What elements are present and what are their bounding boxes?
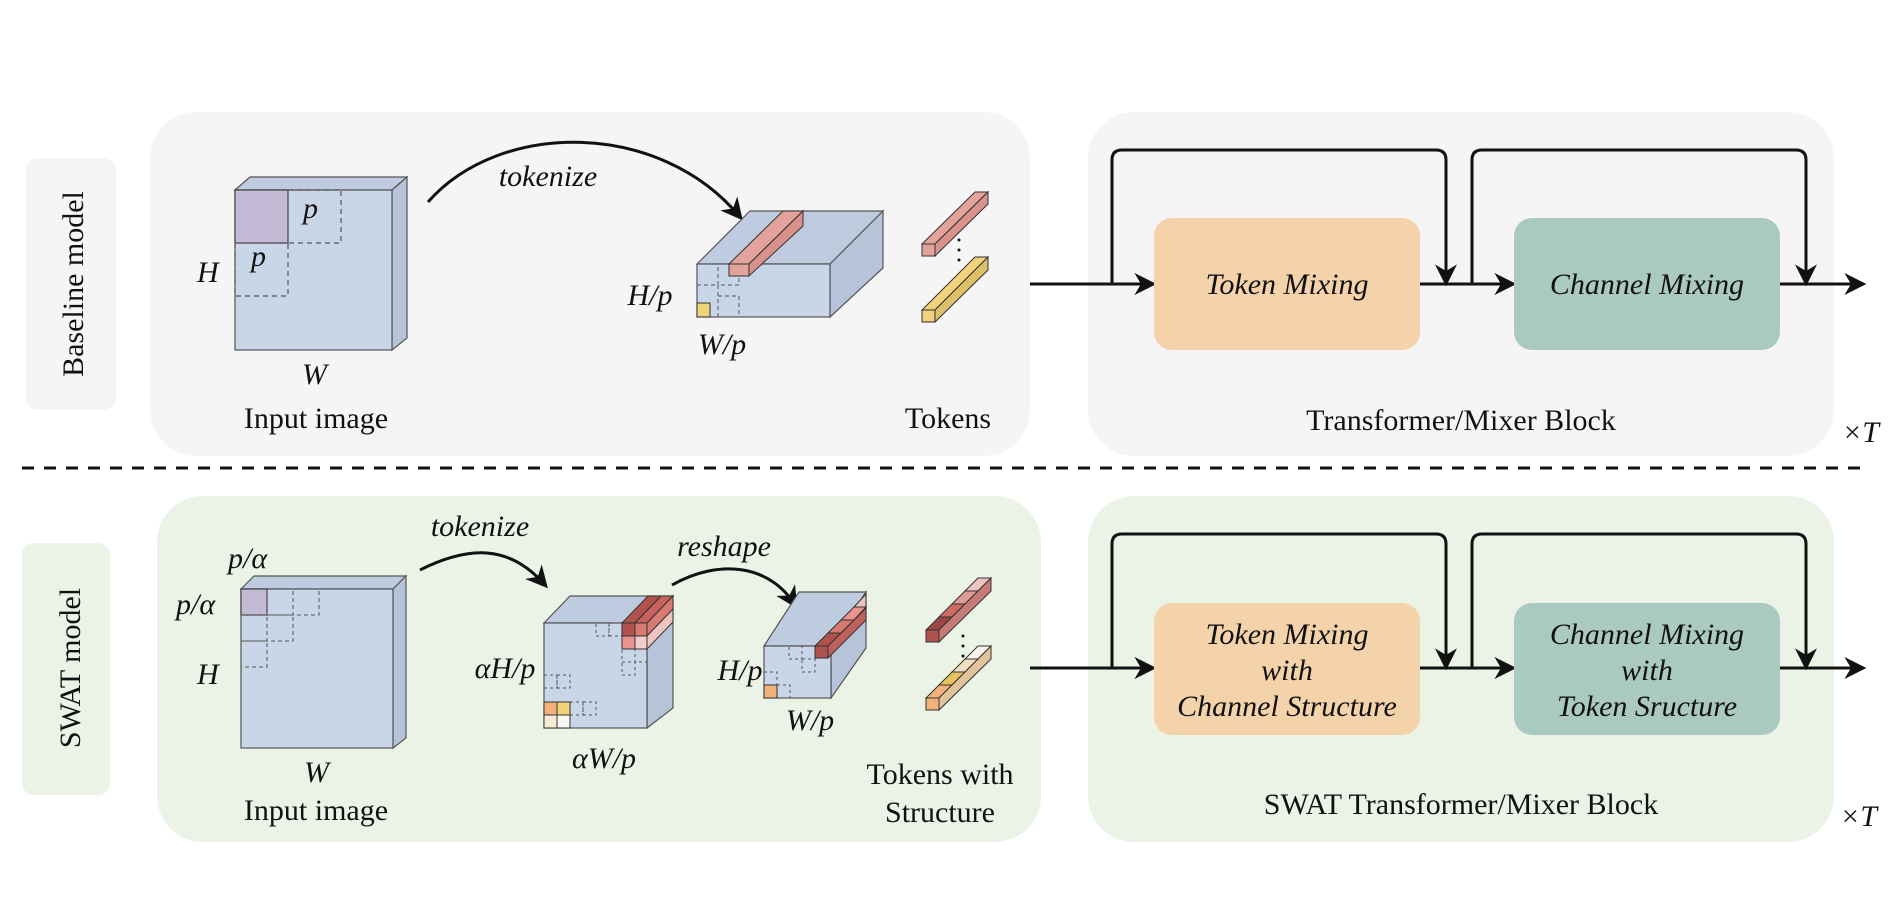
- swat-dim-w: W: [304, 756, 332, 789]
- swat-token-mixing-line1: Token Mixing: [1205, 618, 1368, 651]
- swat-grid1-cell-dark-red: [621, 622, 636, 637]
- baseline-row-label: Baseline model: [57, 191, 90, 377]
- swat-channel-mixing-line2: with: [1621, 654, 1673, 687]
- baseline-row: Baseline model p p H W Input image token…: [26, 112, 1881, 456]
- baseline-grid-h: H/p: [627, 279, 673, 312]
- swat-token-grid-1: [542, 594, 675, 730]
- baseline-token-pink: [920, 190, 990, 258]
- swat-reshape-arrow: [671, 567, 798, 609]
- baseline-channel-mixing-box: [1514, 218, 1780, 350]
- baseline-skip-2: [1470, 148, 1817, 287]
- swat-grid1-w: αW/p: [572, 742, 636, 775]
- swat-row-label: SWAT model: [54, 588, 87, 748]
- swat-token-grid-2: [762, 589, 868, 700]
- baseline-channel-mixing-label: Channel Mixing: [1550, 268, 1744, 301]
- baseline-token-cell-yellow: [696, 302, 711, 318]
- baseline-grid-w: W/p: [698, 328, 746, 361]
- swat-reshape-label: reshape: [677, 530, 771, 563]
- swat-patch: [240, 588, 268, 616]
- swat-grid1-cell-gold: [556, 701, 571, 716]
- swat-row: SWAT model p/α p/α H W Input image token…: [22, 496, 1879, 842]
- swat-token-mixing-line2: with: [1261, 654, 1313, 687]
- swat-tokenize-arrow: [419, 551, 548, 589]
- swat-grid1-cell-orange: [543, 701, 558, 716]
- baseline-patch: [234, 189, 289, 244]
- swat-input-image: [239, 574, 408, 750]
- baseline-token-yellow: [920, 255, 990, 324]
- swat-channel-mixing-box: [1514, 603, 1780, 735]
- swat-grid1-cell-cream: [543, 714, 558, 729]
- baseline-token-grid: [695, 209, 885, 319]
- baseline-patch-p-top: p: [301, 192, 318, 225]
- swat-grid2-cell-orange: [763, 684, 778, 699]
- swat-grid1-h: αH/p: [475, 652, 536, 685]
- swat-patch-top-label: p/α: [226, 542, 268, 575]
- swat-token-mixing-line3: Channel Structure: [1177, 690, 1397, 723]
- baseline-repeat-label: ×T: [1842, 416, 1881, 449]
- swat-input-image-label: Input image: [244, 794, 388, 827]
- baseline-block-title: Transformer/Mixer Block: [1306, 404, 1616, 437]
- baseline-patch-p-left: p: [249, 240, 266, 273]
- baseline-dim-w: W: [302, 358, 330, 391]
- swat-grid2-h: H/p: [717, 654, 763, 687]
- swat-skip-1: [1110, 532, 1457, 671]
- swat-grid2-w: W/p: [786, 704, 834, 737]
- baseline-input-image: [233, 175, 409, 352]
- swat-row-label-box: [22, 543, 110, 795]
- baseline-dim-h: H: [196, 256, 221, 289]
- swat-dim-h: H: [196, 658, 221, 691]
- swat-tokens-label-line1: Tokens with: [866, 758, 1013, 791]
- baseline-tokens-label: Tokens: [905, 402, 991, 435]
- swat-tokenize-label: tokenize: [431, 510, 529, 543]
- baseline-tokenize-arrow: [426, 140, 743, 221]
- baseline-skip-1: [1110, 148, 1457, 287]
- swat-channel-mixing-line3: Token Sructure: [1557, 690, 1737, 723]
- baseline-tokenize-label: tokenize: [499, 160, 597, 193]
- baseline-token-mixing-box: [1154, 218, 1420, 350]
- swat-token-red: [924, 576, 993, 644]
- baseline-token-mixing-label: Token Mixing: [1205, 268, 1368, 301]
- swat-repeat-label: ×T: [1840, 800, 1879, 833]
- swat-token-mixing-box: [1154, 603, 1420, 735]
- baseline-token-ellipsis: [957, 238, 961, 262]
- baseline-token-cell-pink: [728, 263, 750, 277]
- swat-grid2-cell-dark-red: [814, 645, 829, 659]
- swat-patch-left-label: p/α: [174, 588, 216, 621]
- swat-token-ellipsis: [961, 634, 965, 658]
- swat-grid1-cell-white: [556, 714, 571, 729]
- swat-tokens-label-line2: Structure: [885, 796, 995, 829]
- baseline-input-image-label: Input image: [244, 402, 388, 435]
- swat-skip-2: [1470, 532, 1817, 671]
- swat-token-orange: [924, 644, 993, 712]
- swat-channel-mixing-line1: Channel Mixing: [1550, 618, 1744, 651]
- baseline-row-label-box: [26, 158, 116, 410]
- swat-block-title: SWAT Transformer/Mixer Block: [1264, 788, 1658, 821]
